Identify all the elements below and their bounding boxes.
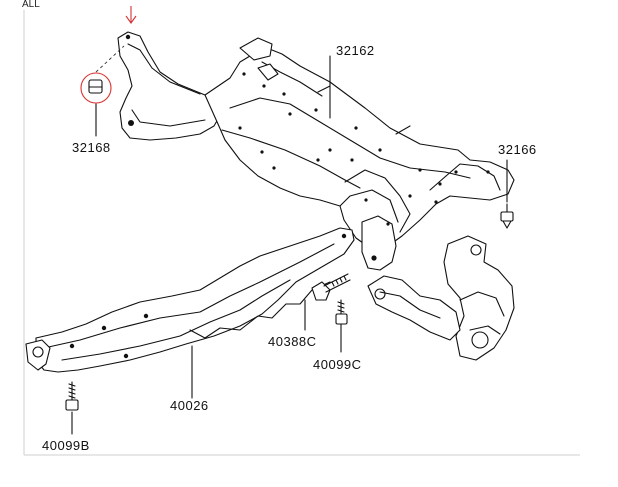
scope-label: ALL xyxy=(22,0,40,10)
steering-knuckle[interactable] xyxy=(443,235,515,361)
crossmember-32162[interactable] xyxy=(117,31,515,271)
bolt-40099C[interactable] xyxy=(335,299,348,325)
callout-40388C[interactable]: 40388C xyxy=(268,334,317,349)
callout-32162[interactable]: 32162 xyxy=(336,43,375,58)
brace-40026[interactable] xyxy=(25,227,355,373)
bolt-40099B[interactable] xyxy=(65,381,79,411)
callout-32166[interactable]: 32166 xyxy=(498,142,537,157)
lower-arm[interactable] xyxy=(367,275,461,341)
callout-40099B[interactable]: 40099B xyxy=(42,438,90,453)
callout-32168[interactable]: 32168 xyxy=(72,140,111,155)
callout-40099C[interactable]: 40099C xyxy=(313,357,362,372)
pointer-arrow-icon xyxy=(125,6,137,24)
leader-dashed xyxy=(95,45,125,73)
callout-40026[interactable]: 40026 xyxy=(170,398,209,413)
bolt-32166[interactable] xyxy=(500,203,514,229)
bolt-40388C[interactable] xyxy=(311,273,351,301)
nut-32168[interactable] xyxy=(80,72,112,104)
